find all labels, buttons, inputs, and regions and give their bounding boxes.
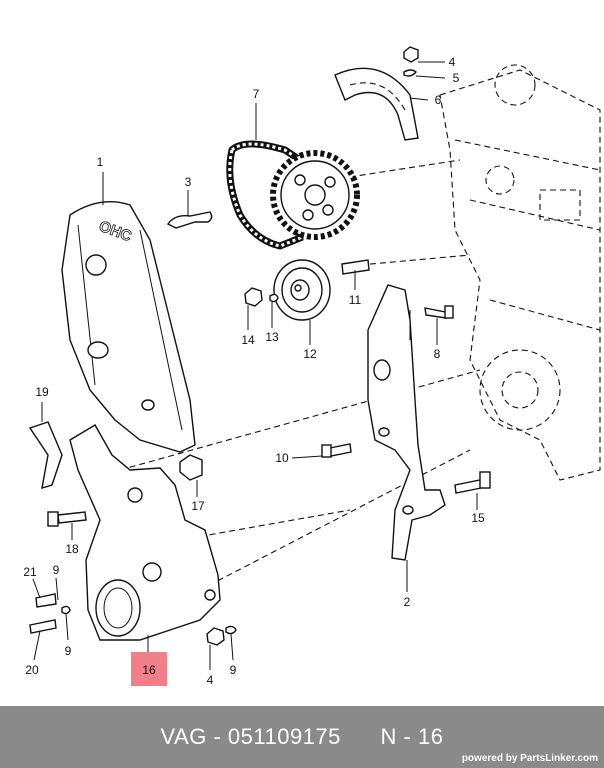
- callout-1: 1: [97, 155, 104, 169]
- rear-belt-guard: [334, 67, 419, 141]
- callout-12: 12: [303, 347, 317, 361]
- strap-19: [28, 421, 63, 489]
- pulley-stud: [341, 259, 370, 275]
- callout-20: 20: [25, 663, 39, 677]
- upper-timing-cover: OHC: [61, 200, 196, 453]
- washer-9-bottom: [225, 625, 237, 635]
- part-number-caption: VAG - 051109175 N - 16: [160, 724, 444, 749]
- rear-cover-bracket: [367, 284, 446, 561]
- callout-19: 19: [35, 385, 49, 399]
- bolt-10: [329, 443, 352, 457]
- cover-clip: [166, 211, 213, 229]
- washer-5-top: [403, 69, 417, 77]
- callout-4-bottom: 4: [207, 673, 214, 687]
- nut-4-top: [403, 46, 419, 63]
- nut-4-bottom: [206, 627, 225, 646]
- callout-10: 10: [275, 451, 289, 465]
- callout-21: 21: [23, 565, 37, 579]
- bolt-21: [35, 593, 57, 608]
- callout-2: 2: [404, 595, 411, 609]
- rubber-mount-17: [179, 454, 203, 481]
- bolt-8: [424, 307, 447, 319]
- callout-9-mid: 9: [53, 563, 60, 577]
- washer-9-left: [61, 605, 71, 615]
- callout-6: 6: [435, 93, 442, 107]
- footer-bar: VAG - 051109175 N - 16 powered by PartsL…: [0, 706, 604, 768]
- callout-11: 11: [349, 293, 362, 307]
- callout-16: 16: [142, 663, 156, 677]
- bolt-20: [29, 619, 57, 634]
- camshaft-sprocket: [270, 150, 360, 240]
- callout-9-left: 9: [65, 644, 72, 658]
- tensioner-pulley: [273, 259, 331, 321]
- callout-14: 14: [241, 333, 255, 347]
- washer-13: [269, 293, 279, 303]
- timing-belt: [226, 140, 304, 250]
- callout-17: 17: [191, 499, 205, 513]
- leader-lines: [32, 61, 478, 670]
- bolt-18: [57, 511, 87, 524]
- callout-3: 3: [185, 175, 192, 189]
- exploded-parts-diagram: OHC: [23, 46, 601, 687]
- callout-5: 5: [453, 71, 460, 85]
- highlighted-part-marker: [131, 652, 167, 686]
- bolt-15: [454, 479, 482, 494]
- callout-7: 7: [253, 87, 260, 101]
- powered-by-credit: powered by PartsLinker.com: [461, 753, 598, 764]
- callout-4-top: 4: [449, 55, 456, 69]
- callout-8: 8: [434, 347, 441, 361]
- callout-13: 13: [265, 330, 279, 344]
- callout-15: 15: [471, 511, 485, 525]
- nut-14: [244, 287, 263, 307]
- callout-18: 18: [65, 542, 79, 556]
- engine-block-outline: [439, 64, 601, 481]
- callout-labels: 1 2 3 4 4 5 6 7 8 9 9 9 10 11 12 13 14 1…: [23, 55, 485, 687]
- lower-timing-cover: [69, 424, 221, 641]
- callout-9-bottom: 9: [230, 663, 237, 677]
